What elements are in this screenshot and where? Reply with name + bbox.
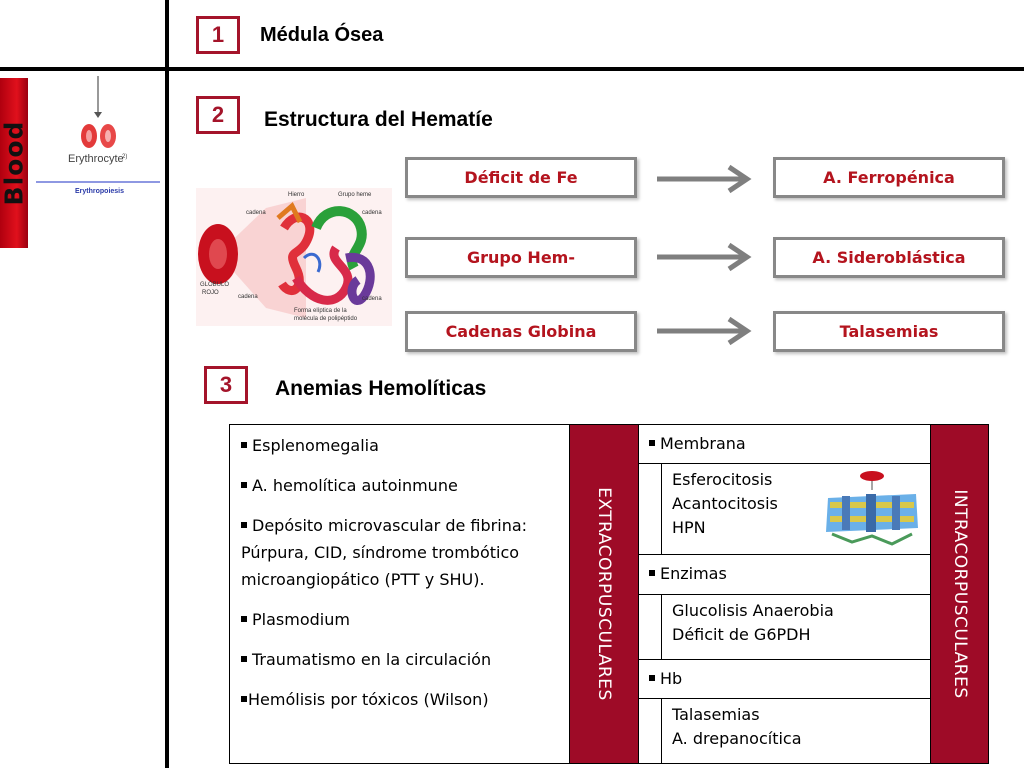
bullet-icon [241,441,247,448]
list-item: Hemólisis por tóxicos (Wilson) [241,686,561,713]
bullet-icon [649,674,655,681]
list-item: Plasmodium [241,606,561,633]
membrane-illustration [826,471,918,546]
flow-result-1: A. Ferropénica [773,157,1005,198]
list-item: Traumatismo en la circulación [241,646,561,673]
list-item: A. hemolítica autoinmune [241,472,561,499]
svg-text:GLÓBULO: GLÓBULO [200,281,229,288]
erythrocyte-superscript: 2) [122,154,127,160]
bullet-icon [649,569,655,576]
hemoglobin-figure: Hierro Grupo heme cadena cadena cadena c… [196,188,392,326]
vertical-divider [165,0,169,768]
flow-cause-2: Grupo Hem- [405,237,637,278]
group-membrana-header: Membrana [638,424,931,464]
chain-purple [345,252,375,306]
erythrocyte-figure: Erythrocyte 2) Erythropoiesis [36,76,160,195]
svg-text:molécula de polipéptido: molécula de polipéptido [294,316,358,322]
section-1-title: Médula Ósea [260,24,384,46]
intracorpuscular-label: INTRACORPUSCULARES [949,489,970,699]
svg-text:ROJO: ROJO [202,290,219,296]
erythropoiesis-caption: Erythropoiesis [75,188,124,195]
section-1-number: 1 [196,16,240,54]
group-hb-body: Talasemias A. drepanocítica [661,698,931,764]
flow-result-2: A. Sideroblástica [773,237,1005,278]
intracorpuscular-band: INTRACORPUSCULARES [930,424,989,764]
extracorpuscular-label: EXTRACORPUSCULARES [594,487,614,701]
group-hb-header: Hb [638,659,931,699]
section-2-title: Estructura del Hematíe [264,108,493,131]
svg-text:cadena: cadena [362,296,382,302]
flow-cause-1: Déficit de Fe [405,157,637,198]
erythrocyte-label: Erythrocyte [68,153,124,165]
indent-cell [638,594,662,660]
bullet-icon [241,655,247,662]
svg-text:cadena: cadena [246,210,266,216]
svg-text:Forma elíptica de la: Forma elíptica de la [294,308,347,314]
horizontal-divider [0,67,1024,71]
chain-red-2 [292,245,353,305]
svg-text:Grupo heme: Grupo heme [338,192,372,198]
arrow-right-icon [657,242,752,272]
bullet-icon [649,439,655,446]
group-enzimas-header: Enzimas [638,554,931,595]
list-item: Depósito microvascular de fibrina: Púrpu… [241,516,528,589]
arrow-right-icon [657,316,752,346]
bullet-icon [241,695,247,702]
svg-text:Hierro: Hierro [288,192,305,198]
indent-cell [638,463,662,555]
sidebar-label: Blood [0,120,29,206]
flow-cause-3: Cadenas Globina [405,311,637,352]
arrow-head [94,112,102,118]
sidebar-tab [0,78,28,248]
arrow-right-icon [657,164,752,194]
bullet-icon [241,521,247,528]
group-membrana-body: Esferocitosis Acantocitosis HPN [661,463,931,555]
section-3-number: 3 [204,366,248,404]
extracorpuscular-list: Esplenomegalia A. hemolítica autoinmune … [229,424,570,764]
svg-text:cadena: cadena [238,294,258,300]
extracorpuscular-band: EXTRACORPUSCULARES [569,424,639,764]
svg-text:cadena: cadena [362,210,382,216]
section-2-number: 2 [196,96,240,134]
chain-blue [302,252,322,273]
bullet-icon [241,615,247,622]
chain-red-1 [278,212,315,295]
group-enzimas-body: Glucolisis Anaerobia Déficit de G6PDH [661,594,931,660]
indent-cell [638,698,662,764]
heme-orange [276,202,303,224]
list-item: Esplenomegalia [241,432,561,459]
flow-result-3: Talasemias [773,311,1005,352]
bullet-icon [241,481,247,488]
section-3-title: Anemias Hemolíticas [275,377,487,400]
